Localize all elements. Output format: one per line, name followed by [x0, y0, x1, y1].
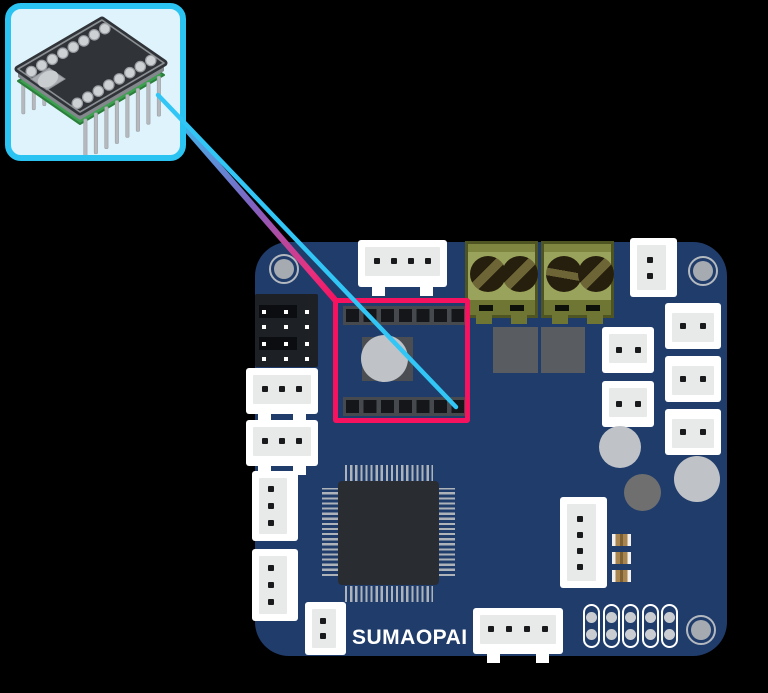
- pin-header-column: [622, 604, 639, 648]
- connector-2pin-bottom-left: [305, 602, 346, 655]
- pcb-board: SUMAOPAI: [246, 238, 727, 663]
- connector-3pin-left: [246, 420, 318, 475]
- mcu-pins-left: [322, 488, 338, 576]
- mounting-hole-top-left: [269, 254, 299, 284]
- connector-2pin-top-right: [630, 238, 677, 297]
- terminal-screw: [546, 256, 582, 292]
- capacitor: [624, 474, 661, 511]
- screw-terminal-block-2: [541, 241, 614, 324]
- terminal-screw: [502, 256, 538, 292]
- mcu-pins-bottom: [345, 586, 433, 602]
- connector-3pin-left-vertical: [252, 471, 298, 541]
- mosfet: [493, 327, 538, 373]
- driver-socket-highlight: [333, 298, 470, 423]
- pin-header-column: [642, 604, 659, 648]
- brand-label: SUMAOPAI: [352, 626, 468, 649]
- terminal-screw: [470, 256, 506, 292]
- terminal-screw: [578, 256, 614, 292]
- connector-2pin-right-inner: [602, 381, 654, 427]
- mounting-hole-top-right: [688, 256, 718, 286]
- mosfet: [541, 327, 585, 373]
- mcu-pins-right: [439, 488, 455, 576]
- pin-header-column: [603, 604, 620, 648]
- connector-3pin-left-vertical: [252, 549, 298, 621]
- connector-2pin-right-inner: [602, 327, 654, 373]
- potentiometer: [30, 67, 66, 91]
- mounting-hole-bottom-right: [686, 615, 716, 645]
- jumper-block: [255, 294, 318, 367]
- mcu-chip: [338, 481, 439, 585]
- connector-2pin-right-edge: [665, 356, 721, 402]
- pin-header-column: [661, 604, 678, 648]
- screw-terminal-block-1: [465, 241, 538, 324]
- smd-resistor: [612, 552, 631, 564]
- capacitor: [599, 426, 641, 468]
- connector-3pin-left: [246, 368, 318, 423]
- capacitor: [674, 456, 720, 502]
- mcu-pins-top: [345, 465, 433, 481]
- smd-resistor: [612, 534, 631, 546]
- callout-box: [5, 3, 186, 161]
- connector-4pin-vertical: [560, 497, 607, 588]
- stepper-driver-module-illustration: [14, 16, 168, 160]
- smd-resistor: [612, 570, 631, 582]
- connector-2pin-right-edge: [665, 303, 721, 349]
- connector-2pin-right-edge: [665, 409, 721, 455]
- connector-4pin-top: [358, 240, 447, 296]
- pin-header-column: [583, 604, 600, 648]
- connector-4pin-bottom: [473, 608, 563, 663]
